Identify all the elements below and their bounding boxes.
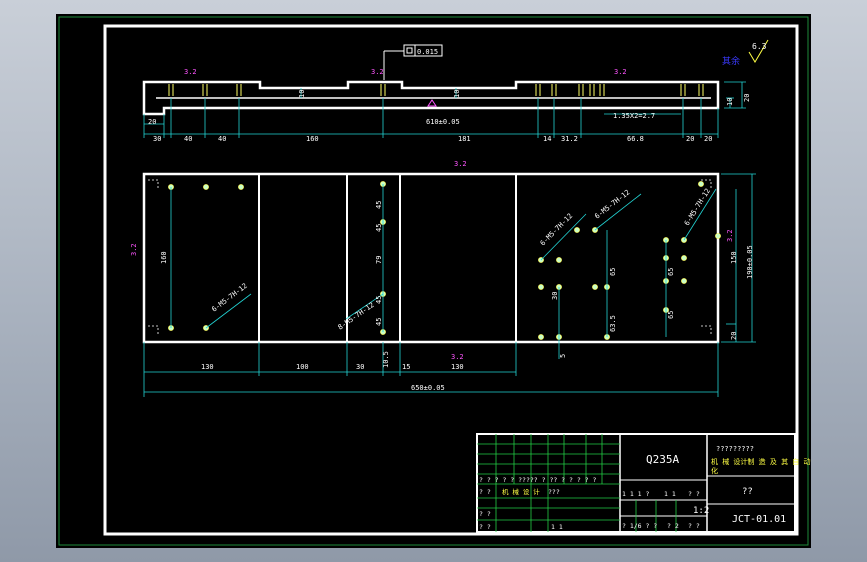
svg-text:8-M5-7H-12: 8-M5-7H-12 <box>337 301 376 332</box>
svg-text:机 械 设 计: 机 械 设 计 <box>502 487 540 496</box>
svg-text:化: 化 <box>711 466 718 475</box>
svg-text:14: 14 <box>543 135 551 143</box>
flatness-tolerance-frame: 0.015 <box>383 44 443 80</box>
top-view: 20 30 40 40 160 181 14 31.2 66.8 20 20 6… <box>142 68 751 143</box>
svg-text:? ?: ? ? <box>479 488 491 496</box>
bolt-holes <box>168 181 721 340</box>
svg-text:? 1/6 ? ?: ? 1/6 ? ? <box>622 522 657 530</box>
svg-text:? ? ? ? ? ????? ? ?? ? ? ? ? ?: ? ? ? ? ? ????? ? ?? ? ? ? ? ? <box>479 476 596 484</box>
viewport-frame <box>58 16 809 546</box>
svg-text:10: 10 <box>726 98 734 106</box>
svg-text:100: 100 <box>296 363 309 371</box>
svg-text:65: 65 <box>609 268 617 276</box>
svg-text:45: 45 <box>375 296 383 304</box>
svg-text:? ?: ? ? <box>688 490 700 498</box>
svg-text:10.5: 10.5 <box>382 351 390 368</box>
sheet-frame <box>103 24 799 536</box>
svg-text:45: 45 <box>375 201 383 209</box>
svg-text:6-M5-7H-12: 6-M5-7H-12 <box>683 187 712 227</box>
svg-text:1 1: 1 1 <box>551 523 563 531</box>
svg-text:3.2: 3.2 <box>130 243 138 256</box>
svg-text:1:2: 1:2 <box>693 506 709 516</box>
svg-text:130: 130 <box>201 363 214 371</box>
svg-text:? ?: ? ? <box>479 523 491 531</box>
svg-text:3.2: 3.2 <box>726 229 734 242</box>
svg-text:6-M5-7H-12: 6-M5-7H-12 <box>593 188 631 220</box>
svg-text:40: 40 <box>184 135 192 143</box>
front-view: 160 45 45 79 45 45 10.5 30 65 63.5 5 65 … <box>130 160 756 397</box>
svg-text:3.2: 3.2 <box>371 68 384 76</box>
cad-viewport[interactable]: 其余 6.3 0.015 <box>56 14 811 548</box>
svg-text:1 1 1 ?: 1 1 1 ? <box>622 490 649 498</box>
svg-text:150: 150 <box>730 251 738 264</box>
svg-text:30: 30 <box>153 135 161 143</box>
svg-text:0.015: 0.015 <box>417 48 438 56</box>
svg-text:65: 65 <box>667 268 675 276</box>
svg-text:其余: 其余 <box>722 55 740 67</box>
svg-text:??: ?? <box>742 487 753 497</box>
svg-text:5: 5 <box>559 354 567 358</box>
svg-text:66.8: 66.8 <box>627 135 644 143</box>
svg-text:40: 40 <box>218 135 226 143</box>
svg-text:? 2: ? 2 <box>667 522 679 530</box>
svg-text:181: 181 <box>458 135 471 143</box>
svg-text:3.2: 3.2 <box>184 68 197 76</box>
svg-text:???: ??? <box>548 488 560 496</box>
svg-text:20: 20 <box>704 135 712 143</box>
svg-text:? ?: ? ? <box>479 510 491 518</box>
roughness-general-mark: 其余 6.3 <box>722 39 769 67</box>
svg-text:6-M5-7H-12: 6-M5-7H-12 <box>539 212 574 247</box>
svg-text:6.3: 6.3 <box>752 42 767 51</box>
svg-text:机 械 设计制 造 及 其 自 动: 机 械 设计制 造 及 其 自 动 <box>711 457 811 466</box>
svg-text:610±0.05: 610±0.05 <box>426 118 460 126</box>
svg-text:3.2: 3.2 <box>614 68 627 76</box>
svg-text:650±0.05: 650±0.05 <box>411 384 445 392</box>
title-block: ? ? ? ? ? ????? ? ?? ? ? ? ? ? ? ? 机 械 设… <box>476 433 811 533</box>
svg-text:?????????: ????????? <box>716 445 754 453</box>
svg-text:15: 15 <box>402 363 410 371</box>
svg-text:190±0.05: 190±0.05 <box>746 245 754 279</box>
svg-text:? ?: ? ? <box>688 522 700 530</box>
svg-text:160: 160 <box>306 135 319 143</box>
svg-text:Q235A: Q235A <box>646 453 679 466</box>
drawing-canvas: 其余 6.3 0.015 <box>58 16 811 546</box>
svg-text:10: 10 <box>298 90 306 98</box>
svg-text:1.35X2=2.7: 1.35X2=2.7 <box>613 112 655 120</box>
svg-text:6-M5-7H-12: 6-M5-7H-12 <box>210 282 248 314</box>
svg-text:65: 65 <box>667 311 675 319</box>
svg-text:30: 30 <box>551 292 559 300</box>
svg-text:3.2: 3.2 <box>451 353 464 361</box>
svg-text:JCT-01.01: JCT-01.01 <box>732 514 786 525</box>
svg-text:30: 30 <box>356 363 364 371</box>
svg-text:20: 20 <box>148 118 156 126</box>
svg-text:20: 20 <box>686 135 694 143</box>
svg-text:1 1: 1 1 <box>664 490 676 498</box>
svg-text:20: 20 <box>730 332 738 340</box>
svg-text:63.5: 63.5 <box>609 315 617 332</box>
svg-text:130: 130 <box>451 363 464 371</box>
svg-text:45: 45 <box>375 318 383 326</box>
svg-text:20: 20 <box>743 94 751 102</box>
svg-text:79: 79 <box>375 256 383 264</box>
svg-text:10: 10 <box>453 90 461 98</box>
svg-text:160: 160 <box>160 251 168 264</box>
svg-text:31.2: 31.2 <box>561 135 578 143</box>
svg-text:3.2: 3.2 <box>454 160 467 168</box>
svg-text:45: 45 <box>375 224 383 232</box>
